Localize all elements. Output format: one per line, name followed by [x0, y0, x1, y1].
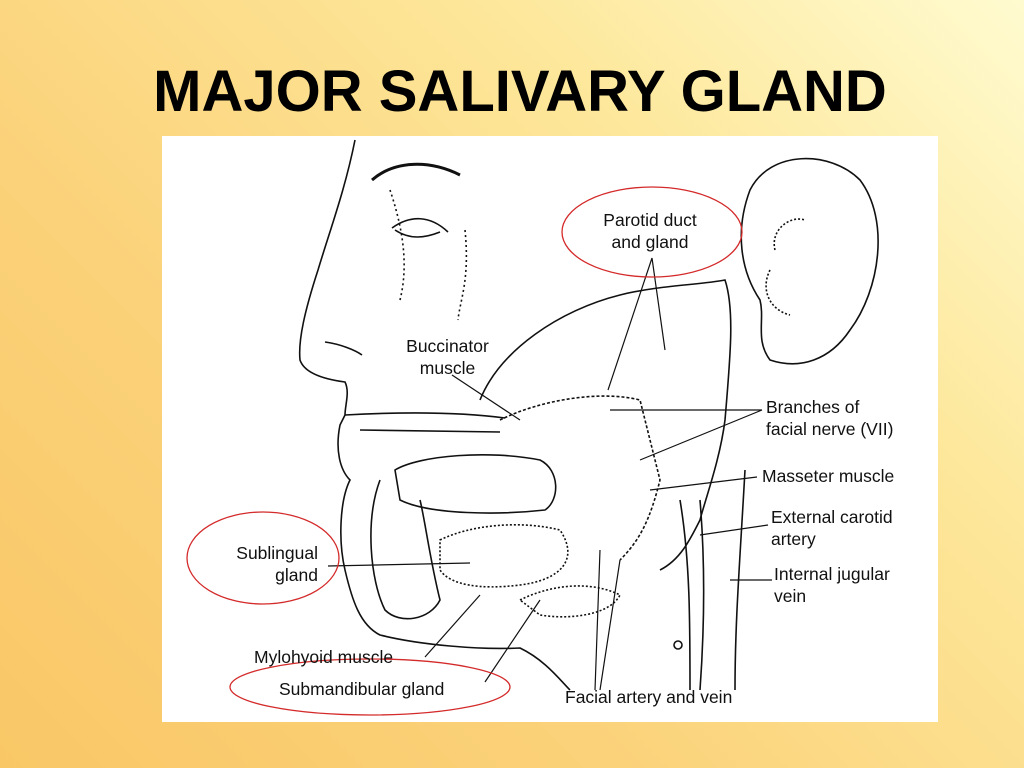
label-sublingual-line2: gland — [275, 565, 318, 585]
label-buccinator: Buccinator muscle — [390, 335, 505, 379]
label-external-carotid: External carotid artery — [771, 506, 893, 550]
vessel-cross-section — [673, 640, 683, 650]
parotid-region — [479, 279, 732, 571]
label-buccinator-line1: Buccinator — [406, 336, 489, 356]
eye — [391, 217, 449, 238]
mandible — [370, 479, 441, 620]
ear — [740, 157, 879, 365]
label-facial-nerve: Branches of facial nerve (VII) — [766, 396, 893, 440]
label-parotid-line1: Parotid duct — [603, 210, 697, 230]
label-masseter: Masseter muscle — [762, 466, 895, 486]
sublingual-gland-shape — [439, 524, 569, 588]
label-sublingual-line1: Sublingual — [236, 543, 318, 563]
label-external-carotid-line2: artery — [771, 529, 816, 549]
label-parotid-line2: and gland — [611, 232, 689, 252]
tongue — [394, 454, 557, 514]
label-facial-nerve-line2: facial nerve (VII) — [766, 419, 894, 439]
face-profile-outline — [298, 139, 571, 691]
label-facial-artery: Facial artery and vein — [565, 687, 733, 707]
label-mylohyoid: Mylohyoid muscle — [254, 647, 394, 667]
label-submandibular: Submandibular gland — [279, 679, 445, 699]
eyebrow — [371, 162, 461, 182]
neck-vessels — [679, 469, 746, 691]
label-internal-jugular: Internal jugular vein — [774, 563, 890, 607]
masseter-region — [499, 395, 661, 561]
label-facial-nerve-line1: Branches of — [766, 397, 860, 417]
slide-title: MAJOR SALIVARY GLAND — [153, 59, 887, 124]
submandibular-gland-shape — [518, 585, 622, 618]
sublingual-highlight-ellipse — [186, 511, 340, 605]
label-internal-jugular-line1: Internal jugular — [774, 564, 890, 584]
anatomy-illustration — [162, 136, 938, 722]
ear-inner — [765, 218, 806, 316]
parotid-highlight-ellipse — [561, 186, 743, 278]
nostril — [324, 341, 363, 356]
label-sublingual: Sublingual gland — [200, 542, 318, 586]
upper-lip-region — [344, 412, 506, 433]
submandibular-highlight-ellipse — [229, 658, 511, 716]
label-buccinator-line2: muscle — [419, 358, 476, 378]
label-internal-jugular-line2: vein — [774, 586, 807, 606]
cheek-dotted — [389, 189, 468, 321]
leader-lines — [327, 257, 772, 691]
label-external-carotid-line1: External carotid — [771, 507, 893, 527]
label-parotid: Parotid duct and gland — [580, 209, 720, 253]
